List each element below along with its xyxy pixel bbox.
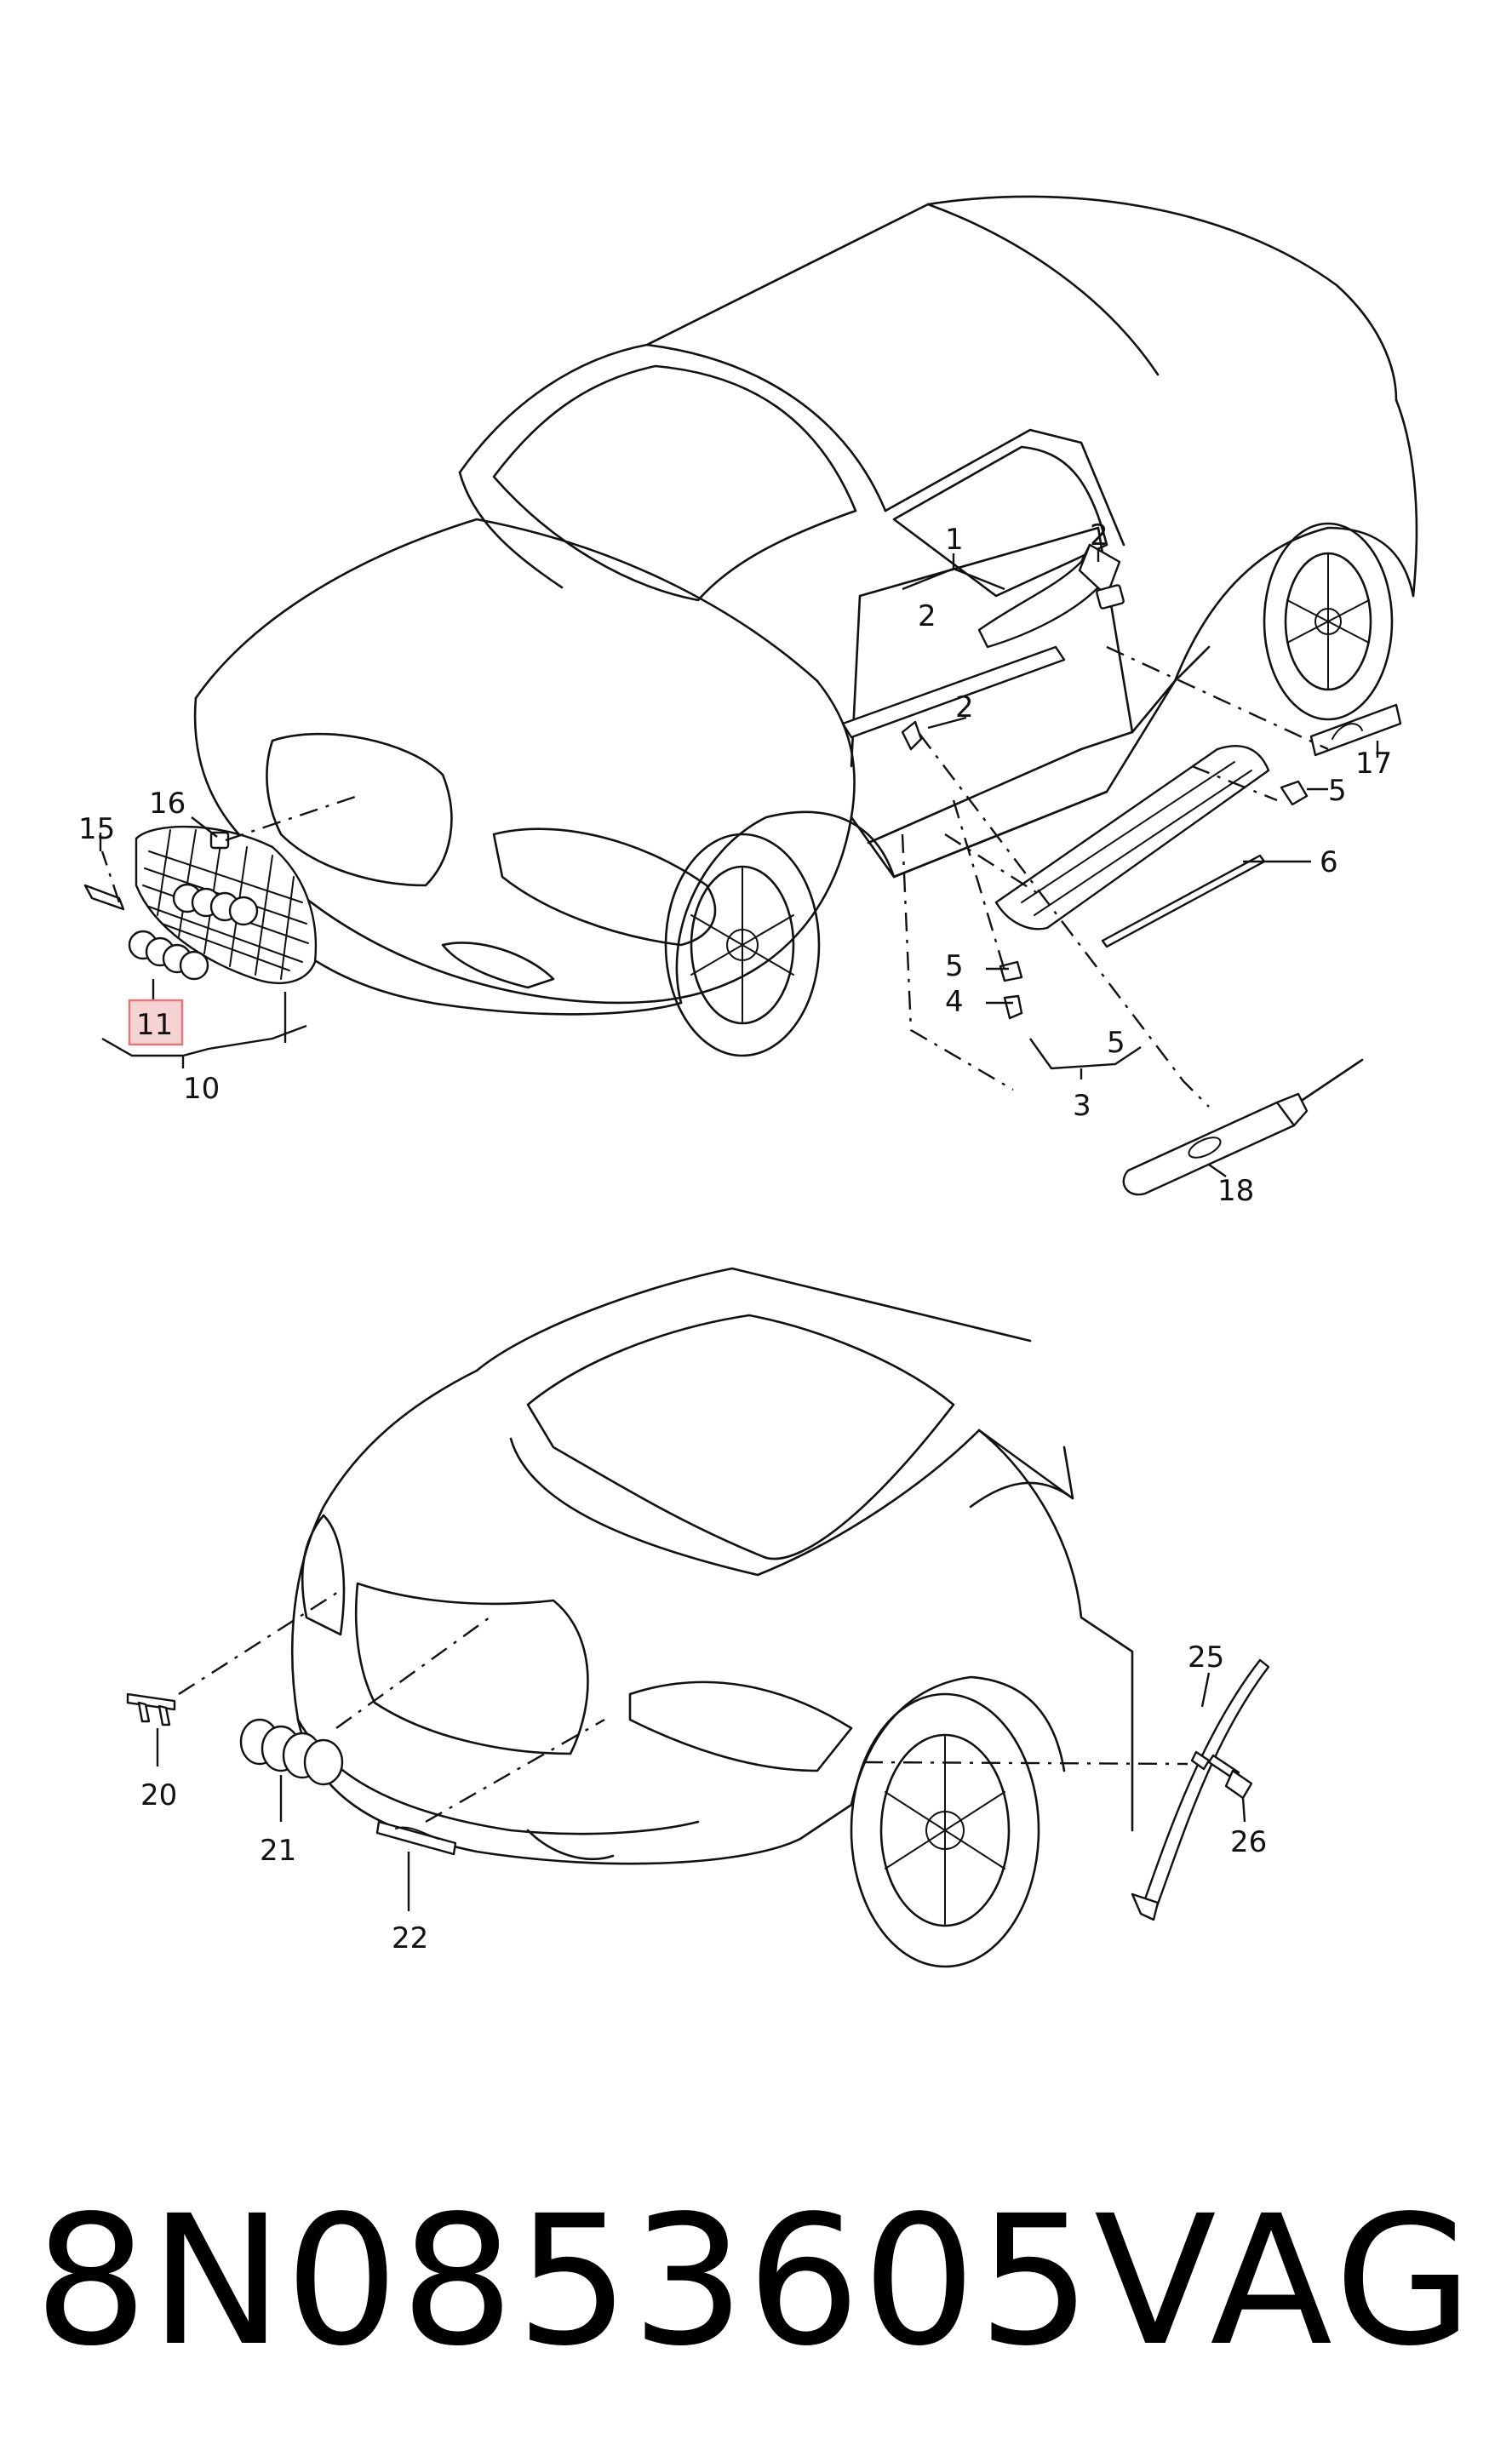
rings-part-11 <box>128 930 209 981</box>
callout-4: 4 <box>945 985 964 1019</box>
highlight-box-11 <box>128 999 184 1046</box>
bracket-part-15 <box>83 884 125 911</box>
callout-5-b: 5 <box>945 949 964 983</box>
callout-20: 20 <box>140 1778 177 1812</box>
callout-21: 21 <box>260 1834 296 1868</box>
clip-part-4 <box>1003 994 1023 1020</box>
callout-10: 10 <box>183 1072 220 1106</box>
part-number: 8N0853605 <box>34 2177 1093 2385</box>
footer: 8N0853605 VAG <box>0 2154 1512 2409</box>
rear-rings-part-21 <box>239 1718 344 1786</box>
callout-3: 3 <box>1073 1089 1091 1123</box>
bottom-leader-lines <box>178 1586 1188 1824</box>
grille-rings <box>172 883 259 926</box>
callout-11: 11 <box>136 1008 173 1042</box>
sill-panel-part-3 <box>994 745 1270 930</box>
callout-5-a: 5 <box>1328 774 1347 808</box>
callout-2-b: 2 <box>1090 518 1108 553</box>
callout-22: 22 <box>392 1921 428 1955</box>
callout-1: 1 <box>945 523 964 557</box>
callout-2-c: 2 <box>955 690 974 724</box>
callout-17: 17 <box>1355 747 1392 781</box>
callout-25: 25 <box>1188 1640 1224 1675</box>
car-rear-outline <box>290 1267 1134 1968</box>
badge-part-20 <box>126 1692 176 1726</box>
top-callout-leaders <box>99 549 1379 1177</box>
rear-badge-part-22 <box>375 1820 457 1856</box>
adhesive-tube-part-18 <box>1122 1058 1364 1196</box>
sill-trim-parts <box>841 543 1125 751</box>
callout-26: 26 <box>1230 1825 1267 1859</box>
callout-2-a: 2 <box>918 599 936 633</box>
top-leader-lines <box>100 645 1329 1108</box>
callout-16: 16 <box>149 787 186 821</box>
clip-part-5-b <box>999 960 1023 982</box>
bottom-callout-leaders <box>156 1672 1246 1911</box>
emblem-part-17 <box>1309 703 1402 757</box>
callout-6: 6 <box>1320 845 1338 879</box>
car-top-outline <box>193 195 1418 1057</box>
brand-label: VAG <box>1094 2177 1478 2385</box>
callout-5-c: 5 <box>1107 1026 1125 1060</box>
callout-18: 18 <box>1217 1174 1254 1208</box>
clip-part-5-a <box>1280 780 1309 806</box>
grille-assembly <box>135 825 318 985</box>
spoiler-trim-part-25 <box>1131 1658 1270 1921</box>
callout-15: 15 <box>78 812 115 846</box>
